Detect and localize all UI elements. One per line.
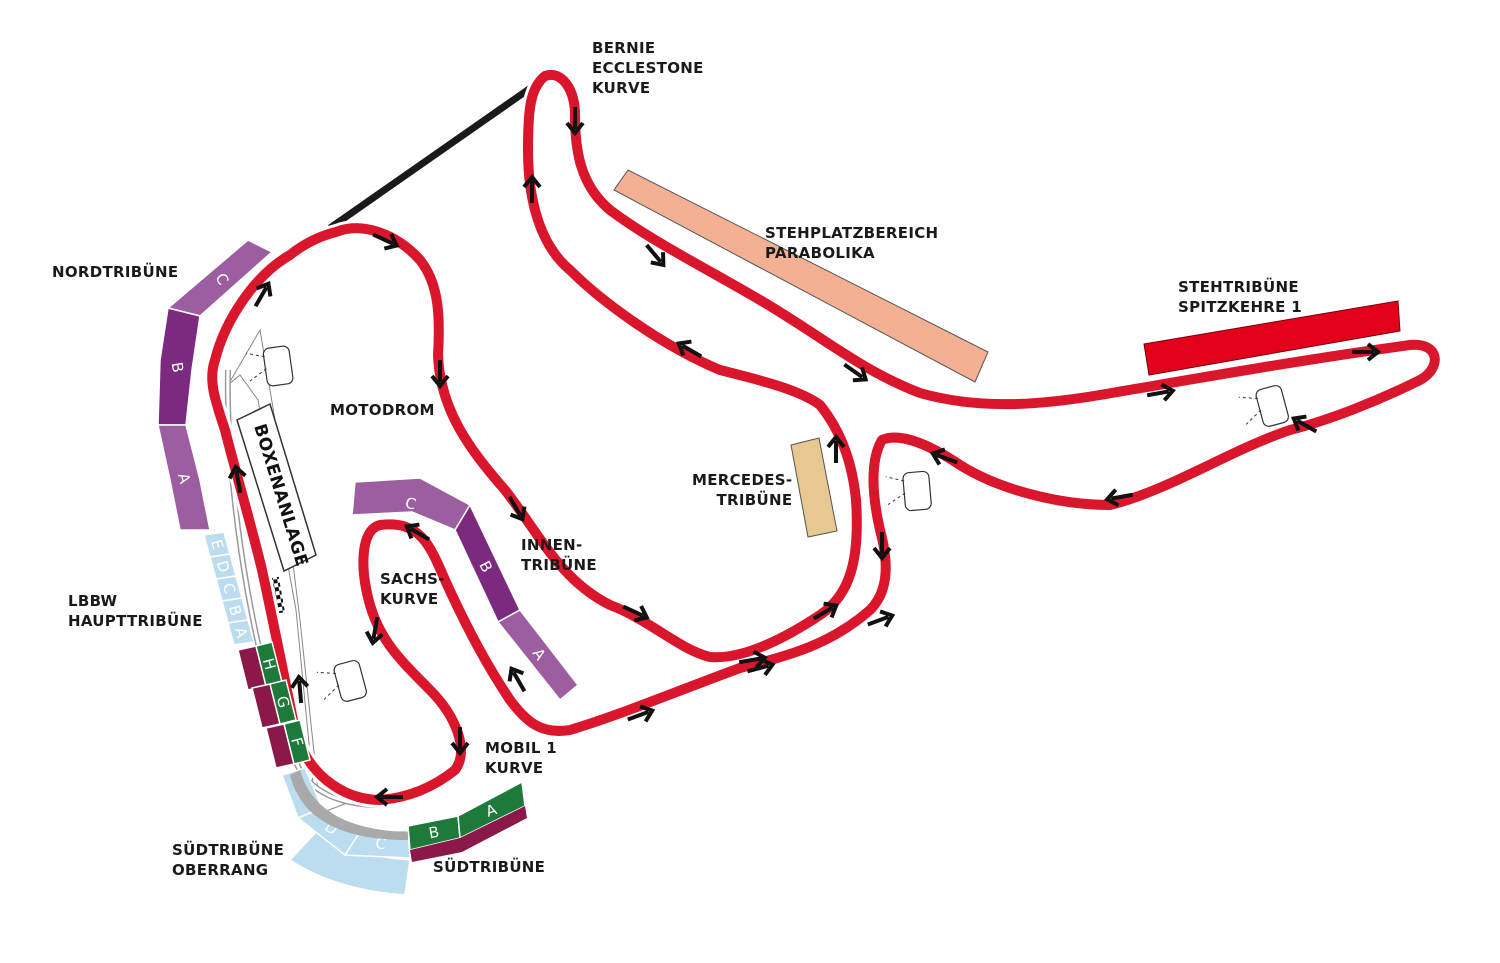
stehtribuene-spitzkehre (1143, 300, 1401, 376)
nordtribuene-section-b: B (157, 307, 201, 426)
haupttribuene-section-d: D (209, 553, 237, 580)
camera-icon (245, 345, 294, 387)
label-suedtribuene: SÜDTRIBÜNE (433, 858, 546, 876)
label-motodrom: MOTODROM (330, 401, 435, 419)
innentribuene-section-c-letter: C (403, 494, 418, 514)
stehplatzbereich-parabolika (613, 169, 989, 383)
direction-arrow-icon (1352, 342, 1382, 362)
camera-icon (1238, 384, 1289, 427)
direction-arrow-icon (364, 616, 384, 646)
suedtribuene-lower-row (410, 806, 527, 862)
direction-arrow-icon (372, 232, 400, 251)
label-sachskurve: SACHS-KURVE (380, 570, 445, 608)
innentribuene-section-a: A (496, 609, 580, 702)
haupttribuene-section-e: E (203, 531, 231, 558)
direction-arrow-icon (843, 362, 869, 383)
suedtribuene-section-b: B (407, 815, 461, 851)
direction-arrow-icon (430, 360, 450, 390)
direction-arrow-icon (507, 665, 527, 693)
haupttribuene-section-e-letter: E (207, 538, 227, 552)
direction-arrow-icon (253, 280, 273, 308)
boxenanlage-building (236, 402, 317, 573)
pit-exit-link (327, 84, 535, 231)
direction-arrow-icon (746, 657, 776, 677)
haupttribuene-section-g-letter: G (273, 694, 293, 710)
direction-arrow-icon (622, 604, 650, 623)
direction-arrow-icon (872, 532, 892, 562)
suedtribuene-section-b-letter: B (427, 823, 440, 843)
haupttribuene-section-f: F (283, 719, 311, 765)
direction-arrow-icon (812, 601, 840, 621)
haupttribuene-section-h-letter: H (259, 656, 279, 672)
direction-arrow-icon (565, 107, 585, 137)
direction-arrow-icon (645, 243, 666, 268)
direction-arrow-icon (826, 433, 846, 463)
direction-arrow-icon (929, 447, 958, 466)
direction-arrow-icon (1104, 488, 1134, 508)
nordtribuene-section-a: A (157, 424, 211, 531)
label-innentribuene: INNEN-TRIBÜNE (521, 536, 597, 574)
camera-icon (316, 659, 367, 702)
haupttribuene-section-a: A (227, 619, 255, 646)
direction-arrow-icon (290, 673, 310, 704)
direction-arrow-icon (627, 704, 656, 723)
haupttribuene-section-d-letter: D (213, 559, 233, 575)
haupttribuene-section-b: B (221, 597, 249, 624)
direction-arrow-icon (227, 464, 247, 494)
suedtribuene-oberrang-strip (290, 770, 408, 840)
haupttribuene-section-c: C (215, 575, 243, 602)
race-track (207, 69, 1440, 805)
direction-arrows (227, 107, 1382, 807)
direction-arrow-icon (450, 727, 470, 757)
direction-arrow-icon (675, 339, 703, 359)
camera-icon (885, 470, 932, 512)
haupttribuene-section-c-letter: C (219, 581, 239, 596)
haupttribuene-section-h: H (255, 641, 283, 687)
nordtribuene-section-b-letter: B (168, 361, 188, 374)
mercedes-tribuene (790, 437, 838, 538)
label-nordtribuene: NORDTRIBÜNE (52, 263, 179, 281)
haupttribuene-section-g: G (269, 679, 297, 725)
direction-arrow-icon (522, 173, 542, 203)
direction-arrow-icon (403, 522, 431, 542)
direction-arrow-icon (867, 609, 896, 628)
direction-arrow-icon (1290, 414, 1318, 434)
direction-arrow-icon (738, 649, 768, 669)
direction-arrow-icon (1146, 382, 1176, 402)
haupttribuene-section-b-letter: B (225, 603, 245, 618)
direction-arrow-icon (507, 495, 527, 523)
direction-arrow-icon (373, 787, 403, 807)
innentribuene-section-c: C (351, 477, 472, 531)
grandstands: CBAEDCBAHGFEDCBACBA (157, 239, 580, 896)
label-mercedes-tribuene: MERCEDES-TRIBÜNE (692, 471, 793, 509)
camera-icons (245, 345, 1289, 702)
